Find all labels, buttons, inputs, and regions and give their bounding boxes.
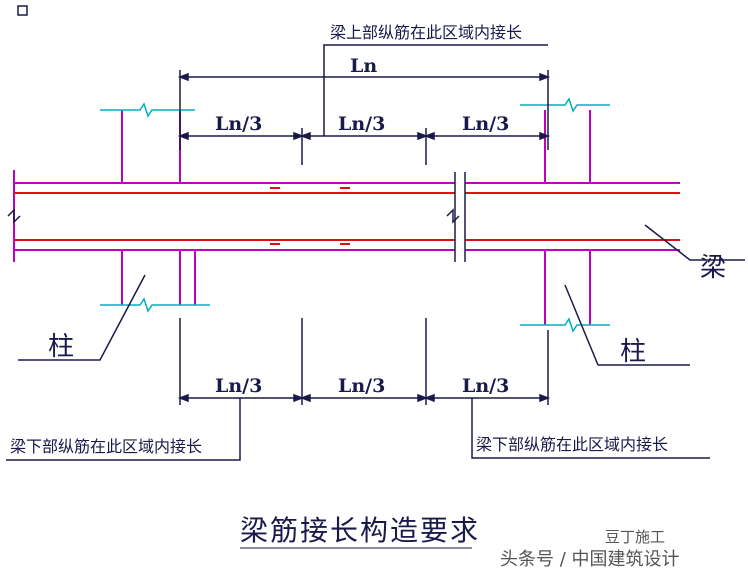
label-leaders [18,224,745,366]
bottom-splice-note-right: 梁下部纵筋在此区域内接长 [476,435,668,454]
column-left [121,110,196,305]
beam [13,170,680,262]
top-third-label-2: Ln/3 [338,113,385,135]
span-label: Ln [350,55,377,77]
corner-square [17,5,28,16]
watermark: 头条号 / 中国建筑设计 [500,549,680,570]
beam-bars [14,187,680,245]
top-dimensions [177,44,551,165]
top-splice-note: 梁上部纵筋在此区域内接长 [330,23,522,42]
bottom-dimensions [6,318,710,461]
column-break-lines [100,97,610,333]
diagram-title: 梁筋接长构造要求 [240,514,480,547]
column-label-right: 柱 [620,337,646,367]
bottom-third-label-2: Ln/3 [338,375,385,397]
top-third-label-1: Ln/3 [215,113,262,135]
beam-label: 梁 [700,253,726,283]
watermark-brand: 豆丁施工 [605,528,665,546]
bottom-splice-note-left: 梁下部纵筋在此区域内接长 [10,437,202,456]
column-label-left: 柱 [48,332,74,362]
break-marks [7,172,466,262]
top-third-label-3: Ln/3 [462,113,509,135]
bottom-third-label-1: Ln/3 [215,375,262,397]
bottom-third-label-3: Ln/3 [462,375,509,397]
column-right [544,110,591,325]
